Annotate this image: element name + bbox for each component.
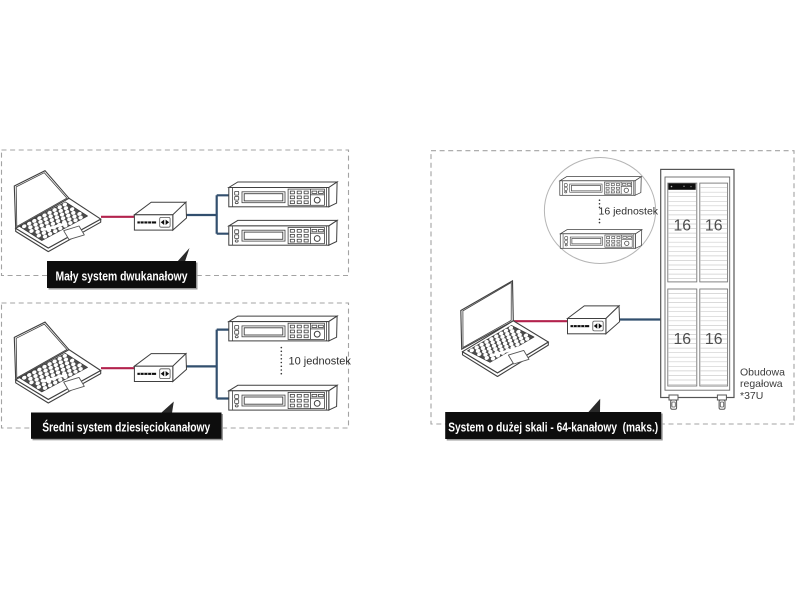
svg-text:regałowa: regałowa [740, 378, 783, 390]
svg-text:System o dużej skali - 64-kana: System o dużej skali - 64-kanałowy (maks… [448, 420, 658, 434]
svg-text:Średni system dziesięciokanało: Średni system dziesięciokanałowy [42, 419, 210, 434]
svg-text:Mały system dwukanałowy: Mały system dwukanałowy [56, 269, 188, 283]
svg-text:10 jednostek: 10 jednostek [289, 356, 352, 368]
svg-text:Obudowa: Obudowa [740, 366, 785, 378]
svg-text:16: 16 [674, 217, 692, 234]
svg-text:16: 16 [674, 331, 692, 348]
svg-text:*37U: *37U [740, 390, 763, 402]
svg-text:16: 16 [705, 331, 723, 348]
svg-text:16 jednostek: 16 jednostek [599, 205, 659, 217]
svg-text:16: 16 [705, 217, 723, 234]
